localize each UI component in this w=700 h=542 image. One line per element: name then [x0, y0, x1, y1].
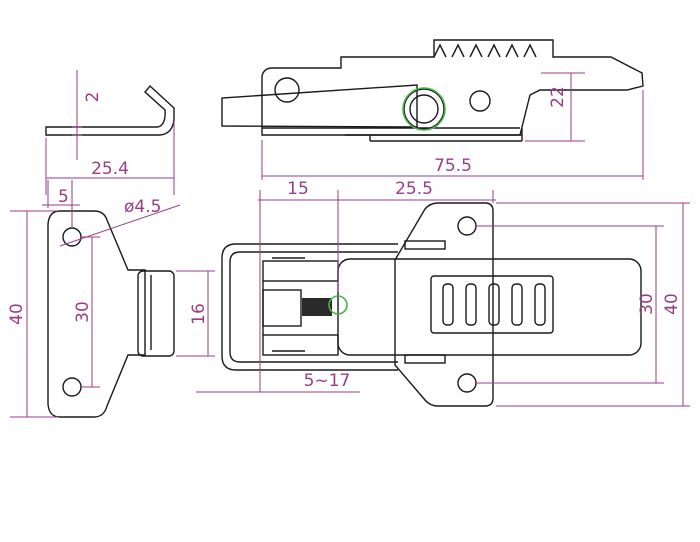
side-end-hole: [274, 77, 300, 103]
grip-slot-4: [511, 283, 523, 326]
hook-block: [137, 270, 175, 357]
grip-slot-3: [488, 283, 500, 326]
clip-dimensions: [45, 70, 175, 195]
side-grip-teeth: [433, 43, 537, 58]
side-view: [221, 39, 644, 142]
dim-clip-thickness: 2: [83, 92, 103, 103]
hook-body: [262, 289, 302, 327]
pivot-bracket-top: [404, 240, 446, 250]
grip-slot-5: [534, 283, 546, 326]
dim-hole-diameter: ø4.5: [124, 197, 161, 217]
dim-base-height: 40: [7, 303, 27, 325]
grip-slot-1: [442, 283, 454, 326]
side-base-outline: [261, 39, 644, 136]
latch-lever: [337, 258, 642, 356]
dim-latch-hole-spacing: 30: [637, 293, 657, 315]
side-pivot-hole: [469, 90, 491, 112]
base-hole-bottom: [62, 377, 82, 397]
top-view-dimensions: [196, 190, 690, 407]
adjust-screw: [302, 298, 332, 316]
dim-body-offset: 25.5: [395, 179, 433, 199]
latch-hole-bottom: [457, 373, 477, 393]
adjust-screw-highlight: [328, 295, 348, 315]
dim-adjust-range: 5~17: [304, 371, 351, 391]
dim-clip-width: 25.4: [91, 159, 129, 179]
dim-overall-length: 75.5: [434, 156, 472, 176]
side-pivot-inner: [409, 94, 439, 124]
latch-frame: [221, 243, 398, 371]
clip-view: [45, 84, 175, 136]
hook-slot-bottom: [262, 334, 339, 356]
base-plate-outline: [47, 210, 146, 418]
base-plate-dimensions: [10, 180, 215, 418]
side-view-dimensions: [261, 72, 644, 180]
base-plate-view: [47, 210, 175, 418]
dim-pivot-offset: 15: [287, 179, 309, 199]
grip-slot-2: [465, 283, 477, 326]
side-pivot-highlight: [402, 87, 446, 131]
side-lever-arm: [221, 84, 418, 128]
latch-frame-inner: [229, 251, 398, 363]
dim-hook-height: 16: [189, 303, 209, 325]
side-pivot-outer: [403, 88, 445, 130]
clip-profile: [45, 84, 175, 136]
hook-slot-top: [262, 260, 339, 282]
dim-side-height: 22: [548, 86, 568, 108]
latch-base-outline: [394, 202, 494, 407]
grip-plate: [430, 275, 554, 334]
dim-hole-spacing: 30: [73, 301, 93, 323]
dim-latch-height: 40: [662, 293, 682, 315]
top-view: [221, 202, 642, 407]
pivot-bracket-bottom: [404, 354, 446, 364]
base-hole-top: [62, 227, 82, 247]
latch-hole-top: [457, 216, 477, 236]
dim-hole-offset: 5: [58, 187, 69, 207]
